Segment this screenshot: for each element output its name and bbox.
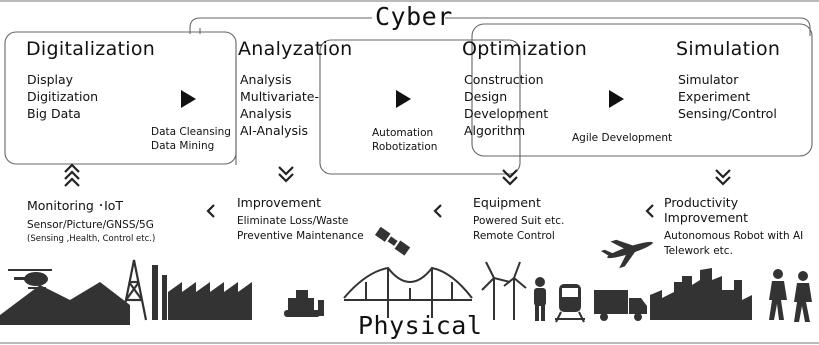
stage-item: Analysis [240,106,292,121]
physical-stage-monitoring: Monitoring ･IoT Sensor/Picture/GNSS/5G (… [27,195,207,244]
transition-line: Data Mining [151,140,215,152]
bridge-icon [343,266,473,318]
physical-stage-line: Preventive Maintenance [237,230,364,242]
stage-items-optimization: Construction Design Development Algorith… [464,71,548,139]
stage-title-analyzation: Analyzation [238,38,353,60]
cyber-title: Cyber [375,2,453,31]
stage-item: AI-Analysis [240,123,308,138]
physical-stage-line: Powered Suit etc. [473,215,565,227]
stage-title-digitalization: Digitalization [26,38,156,60]
truck-icon [594,290,647,321]
chevron-left-icon [645,204,654,218]
oil-derrick-icon [120,259,148,321]
physical-stage-line: Autonomous Robot with AI [664,230,804,242]
frame-analyzation-connector [199,28,237,165]
physical-stage-title: Equipment [473,195,541,210]
transition-label-cleansing: Data Cleansing Data Mining [151,125,231,153]
transition-line: Automation [372,127,434,139]
chevron-left-icon [206,204,215,218]
physical-stage-title: Monitoring ･IoT [27,198,124,213]
frame-simulation [471,23,813,157]
stage-items-analyzation: Analysis Multivariate- Analysis AI-Analy… [240,71,319,139]
chevron-double-down-icon [502,169,518,186]
airplane-icon [600,239,653,269]
stage-item: Display [27,72,74,87]
walking-people-icon [769,269,812,322]
physical-stage-equipment: Equipment Powered Suit etc. Remote Contr… [473,195,633,244]
hill-silhouette [0,282,130,325]
physical-stage-line: Sensor/Picture/GNSS/5G [27,219,154,231]
stage-item: Sensing/Control [678,106,777,121]
physical-title: Physical [358,311,483,340]
stage-item: Algorithm [464,123,526,138]
transition-label-automation: Automation Robotization [372,126,437,154]
physical-stage-productivity: Productivity Improvement Autonomous Robo… [664,195,819,259]
stage-item: Construction [464,72,544,87]
frame-automation [319,39,521,175]
physical-stage-title: Improvement [237,195,322,210]
play-arrow-icon [396,90,411,108]
transition-line: Robotization [372,141,438,153]
cyber-top-right-line [445,17,811,36]
train-icon [555,284,585,323]
physical-stage-title: Productivity Improvement [664,195,749,225]
chevron-left-icon [433,204,442,218]
stage-item: Development [464,106,549,121]
stage-item: Big Data [27,106,81,121]
stage-title-simulation: Simulation [676,38,781,60]
physical-stage-improvement: Improvement Eliminate Loss/Waste Prevent… [237,195,417,244]
wind-turbine-icon [481,261,527,320]
factory-icon [152,265,252,320]
stage-item: Experiment [678,89,751,104]
cyber-top-left-line [189,17,372,34]
chevron-double-down-icon [715,169,731,186]
worker-icon [534,277,546,321]
physical-stage-line: Eliminate Loss/Waste [237,215,349,227]
helicopter-icon [8,269,52,289]
physical-stage-note: (Sensing ,Health, Control etc.) [27,234,156,244]
play-arrow-icon [181,90,196,108]
stage-item: Analysis [240,72,292,87]
bulldozer-icon [284,290,324,317]
stage-item: Multivariate- [240,89,319,104]
transition-label-agile: Agile Development [572,131,672,145]
stage-items-simulation: Simulator Experiment Sensing/Control [678,71,777,122]
physical-stage-line: Telework etc. [664,245,733,257]
stage-item: Digitization [27,89,99,104]
stage-title-optimization: Optimization [462,38,588,60]
chevron-double-down-icon [278,166,294,183]
stage-item: Design [464,89,508,104]
transition-line: Agile Development [572,132,673,144]
play-arrow-icon [609,90,624,108]
chevron-double-up-icon [64,163,80,187]
physical-stage-line: Remote Control [473,230,555,242]
transition-line: Data Cleansing [151,126,231,138]
city-skyline-icon [650,268,752,320]
stage-items-digitalization: Display Digitization Big Data [27,71,98,122]
stage-item: Simulator [678,72,739,87]
satellite-icon [374,226,411,256]
